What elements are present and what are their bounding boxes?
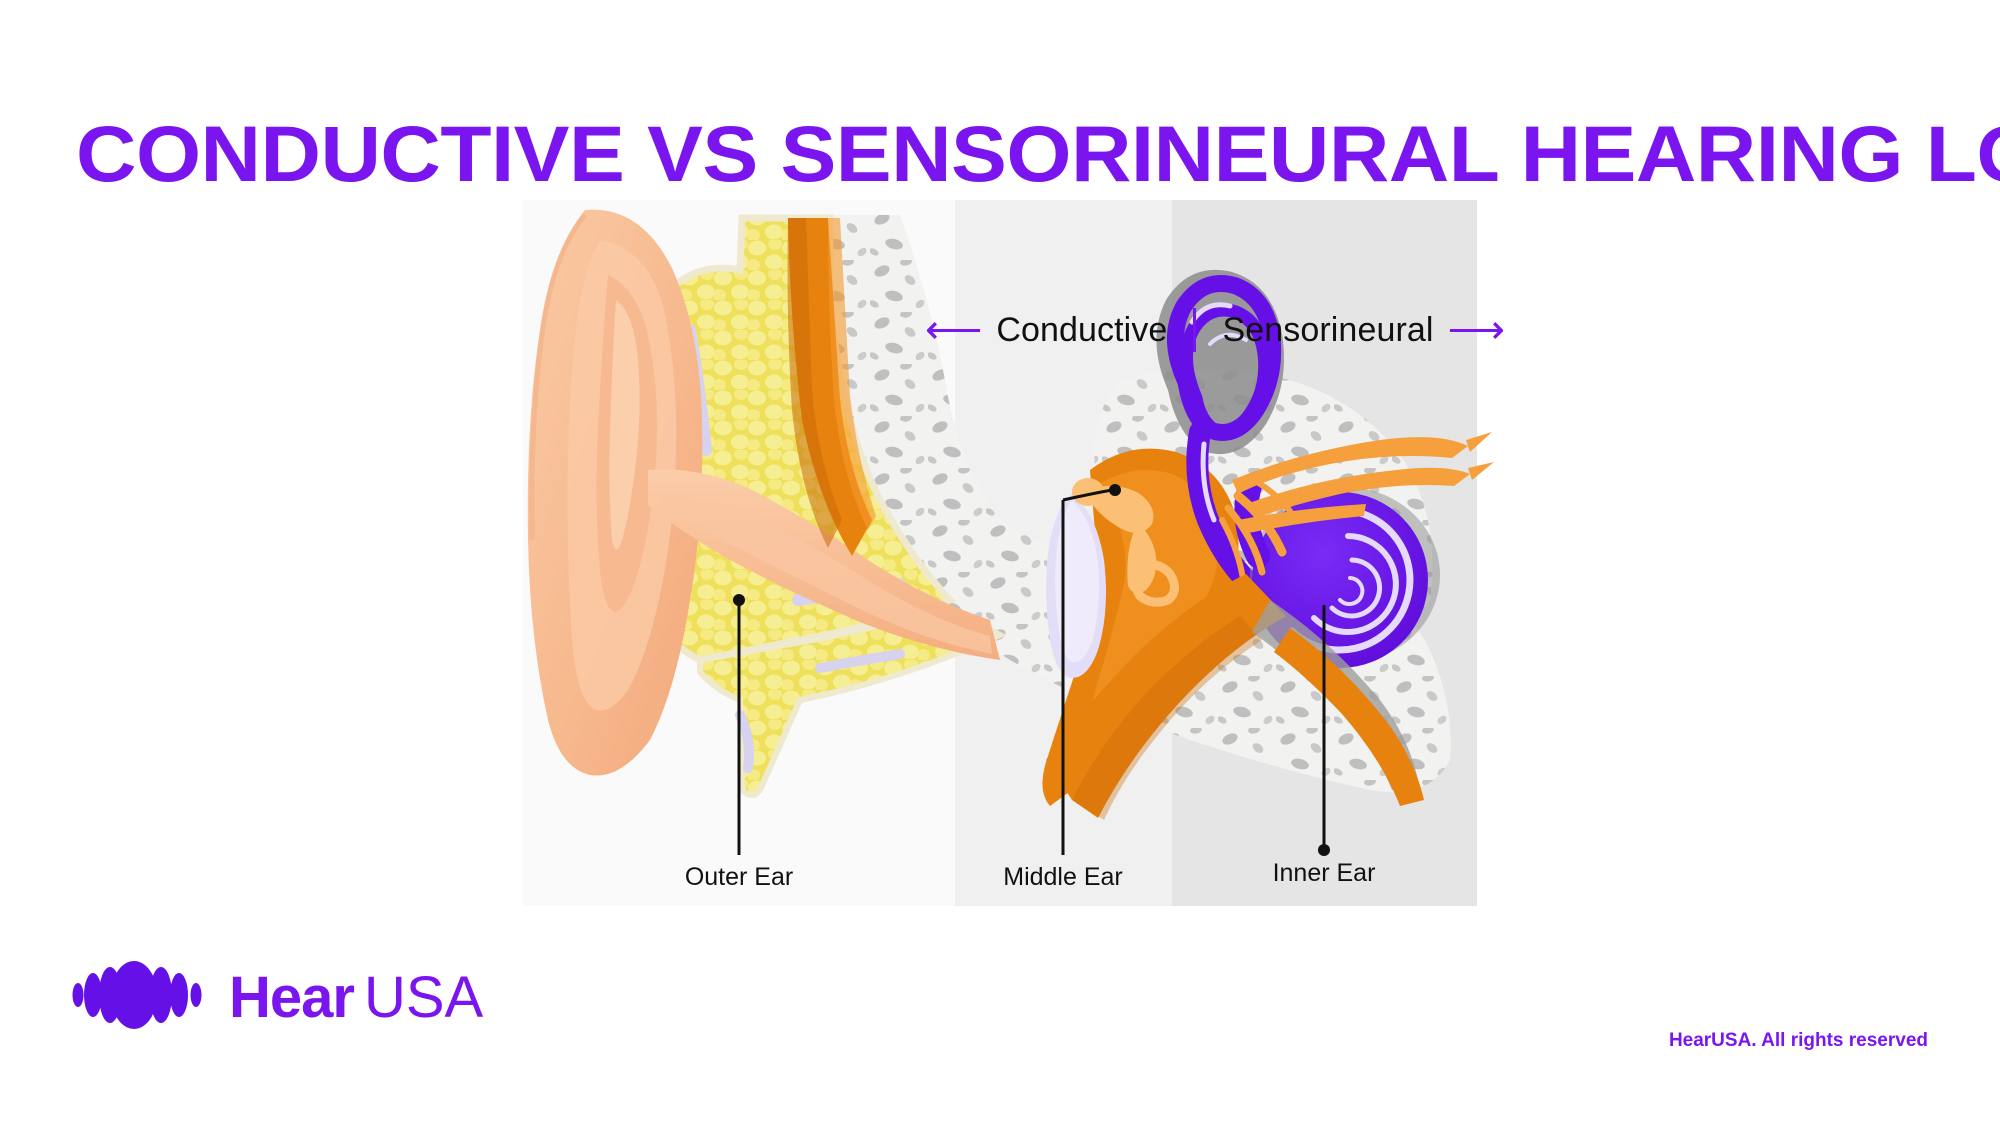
left-arrow-icon: ⟵ bbox=[925, 308, 983, 352]
zone-panel-middle bbox=[955, 200, 1172, 906]
ear-canal bbox=[787, 218, 876, 556]
zone-label-inner-ear: Inner Ear bbox=[1272, 859, 1376, 887]
fatty-tissue bbox=[635, 214, 1007, 798]
pinna-auricle bbox=[527, 209, 1000, 776]
soundwave-icon bbox=[72, 960, 207, 1035]
copyright-notice: HearUSA. All rights reserved bbox=[1668, 1030, 1928, 1051]
logo-hear-text: Hear bbox=[229, 964, 355, 1030]
legend-label-sensorineural: Sensorineural bbox=[1222, 310, 1434, 349]
leader-lines bbox=[733, 484, 1330, 856]
legend-divider bbox=[1193, 308, 1197, 352]
middle-ear bbox=[1042, 448, 1239, 806]
zone-panels bbox=[523, 200, 1477, 906]
hearing-loss-legend: ⟵ Conductive Sensorineural ⟶ bbox=[925, 308, 1505, 352]
auditory-nerve bbox=[1219, 432, 1494, 589]
cochlea bbox=[1234, 474, 1440, 668]
zone-panel-inner bbox=[1172, 200, 1477, 906]
zone-label-outer-ear: Outer Ear bbox=[684, 863, 794, 891]
eustachian-tube bbox=[1046, 574, 1424, 820]
logo-usa-text: USA bbox=[363, 964, 484, 1030]
zone-panel-outer bbox=[523, 200, 955, 906]
legend-label-conductive: Conductive bbox=[996, 310, 1168, 349]
page-title: CONDUCTIVE VS SENSORINEURAL HEARING LOSS bbox=[76, 108, 2000, 198]
temporal-bone bbox=[812, 215, 1451, 792]
ossicles bbox=[1072, 478, 1179, 607]
right-arrow-icon: ⟶ bbox=[1447, 308, 1505, 352]
zone-label-middle-ear: Middle Ear bbox=[1003, 863, 1123, 891]
